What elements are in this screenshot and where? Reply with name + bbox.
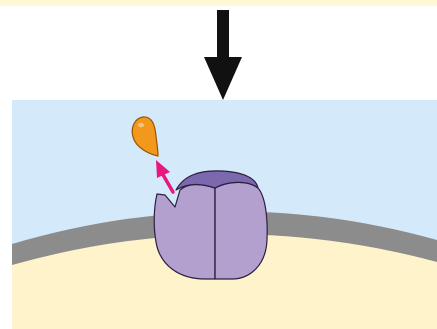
down-arrow-icon [204, 10, 242, 100]
down-arrow-head [204, 57, 242, 100]
down-arrow-shaft [217, 10, 229, 58]
protein-right-lobe [215, 182, 267, 279]
previous-panel-strip [0, 0, 437, 6]
ligand-highlight [138, 123, 144, 127]
